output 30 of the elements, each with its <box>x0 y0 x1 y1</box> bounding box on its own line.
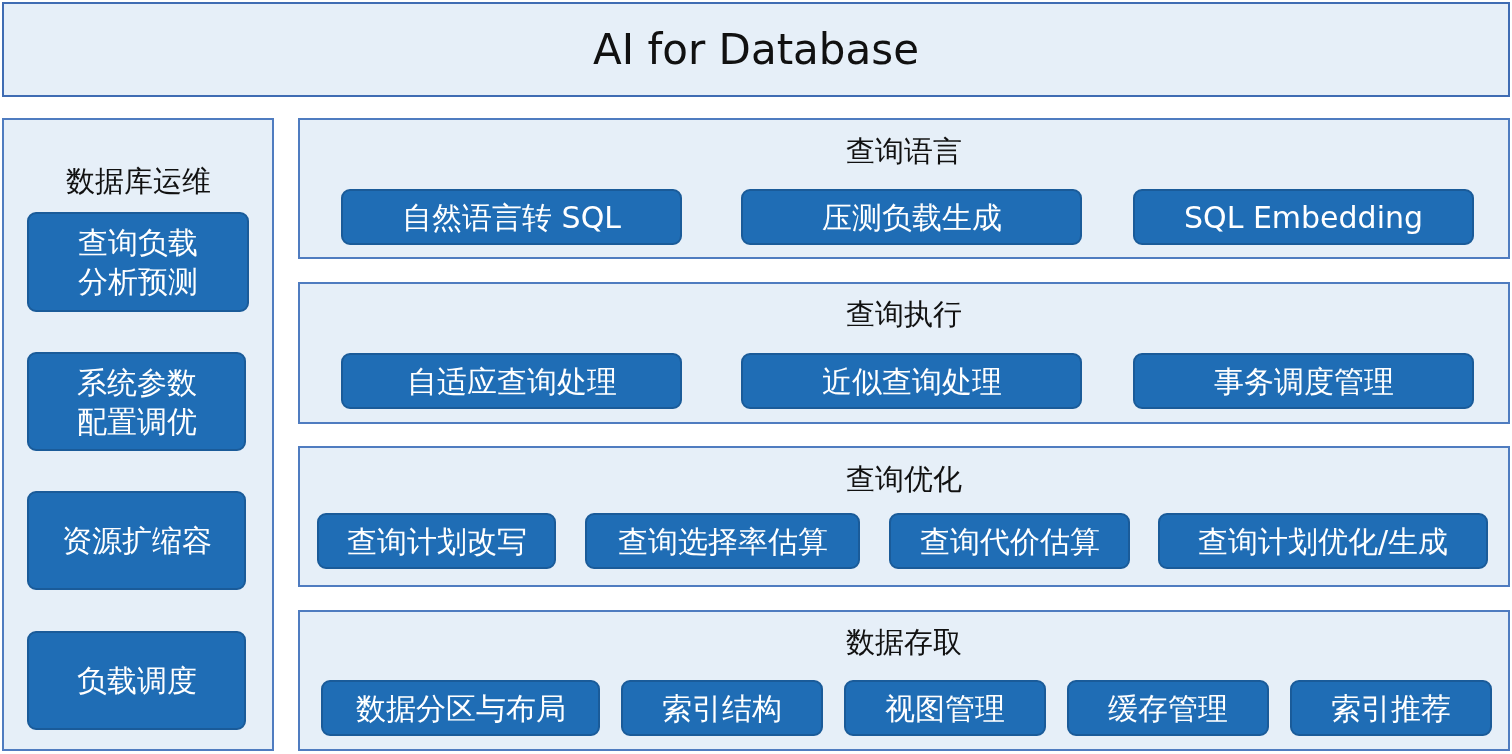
feature-box: 查询计划优化/生成 <box>1158 513 1488 569</box>
panel-heading: 数据存取 <box>845 624 963 661</box>
layer-panel <box>298 610 1510 751</box>
feature-box: 查询代价估算 <box>889 513 1130 569</box>
feature-box: 查询负载分析预测 <box>27 212 249 312</box>
layer-panel <box>298 446 1510 587</box>
panel-heading: 查询语言 <box>845 133 963 170</box>
feature-box: 资源扩缩容 <box>27 491 246 590</box>
feature-box: SQL Embedding <box>1133 189 1474 245</box>
feature-box: 负载调度 <box>27 631 246 730</box>
layer-panel <box>298 118 1510 259</box>
feature-box: 索引结构 <box>621 680 823 736</box>
panel-heading: 查询优化 <box>845 461 963 498</box>
feature-box: 视图管理 <box>844 680 1046 736</box>
feature-box: 数据分区与布局 <box>321 680 600 736</box>
panel-heading: 查询执行 <box>845 296 963 333</box>
feature-box: 压测负载生成 <box>741 189 1082 245</box>
panel-heading: 数据库运维 <box>64 163 212 200</box>
feature-box: 自适应查询处理 <box>341 353 682 409</box>
layer-panel <box>2 118 274 751</box>
feature-box: 近似查询处理 <box>741 353 1082 409</box>
feature-box: 索引推荐 <box>1290 680 1492 736</box>
layer-panel <box>298 282 1510 424</box>
feature-box: 查询计划改写 <box>317 513 556 569</box>
feature-box: 事务调度管理 <box>1133 353 1474 409</box>
feature-box: 自然语言转 SQL <box>341 189 682 245</box>
feature-box: 查询选择率估算 <box>585 513 860 569</box>
title-banner: AI for Database <box>2 2 1510 97</box>
feature-box: 系统参数配置调优 <box>27 352 246 451</box>
feature-box: 缓存管理 <box>1067 680 1269 736</box>
